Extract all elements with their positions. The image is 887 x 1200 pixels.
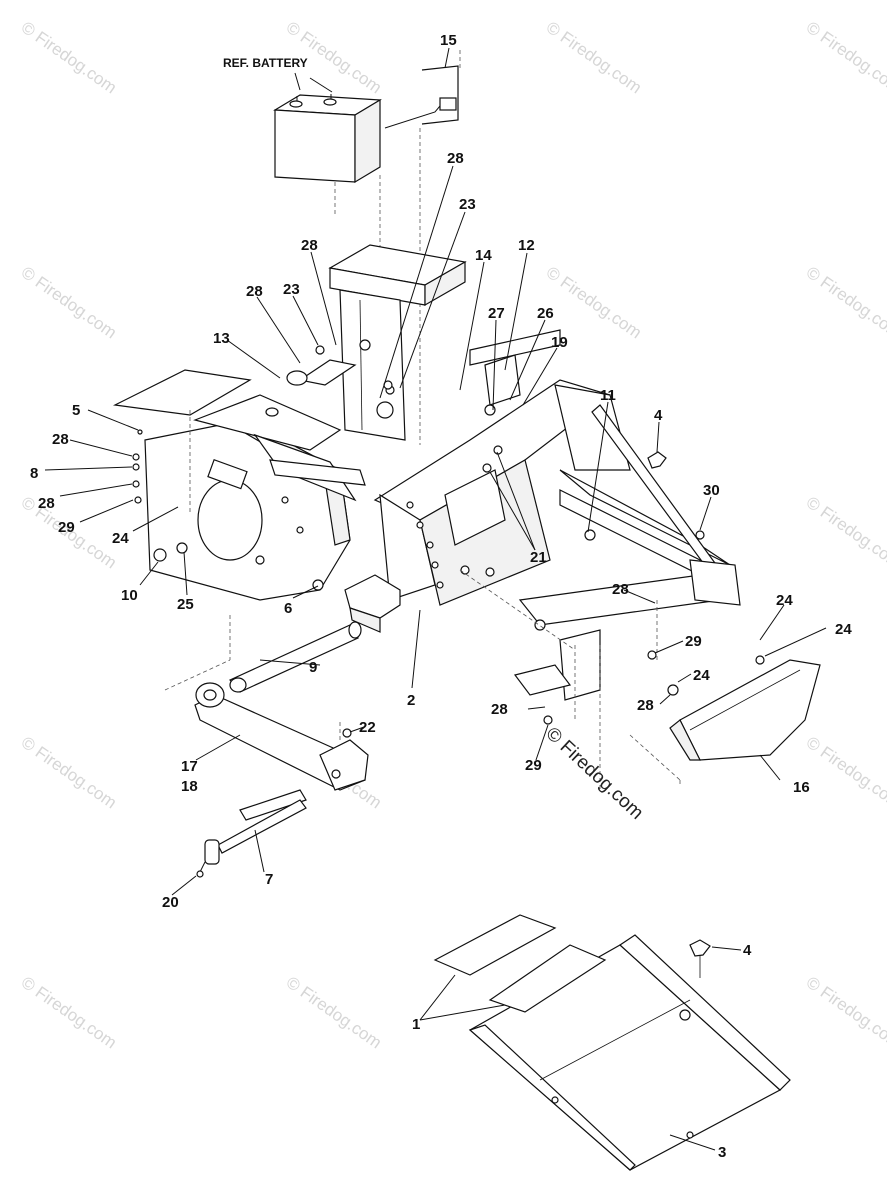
callout-29: 29 [525, 757, 542, 774]
leader-lines [44, 47, 827, 1151]
callout-layer: 1 2 3 4 4 5 6 7 8 9 10 11 12 13 14 15 16… [30, 32, 852, 1161]
callout-25: 25 [177, 596, 194, 613]
watermark: © Firedog.com [803, 18, 887, 98]
callout-3: 3 [718, 1144, 726, 1161]
watermark: © Firedog.com [18, 263, 120, 343]
callout-16: 16 [793, 779, 810, 796]
callout-6: 6 [284, 600, 292, 617]
knob-drawing [647, 451, 711, 978]
callout-4: 4 [743, 942, 752, 959]
callout-28: 28 [52, 431, 69, 448]
watermark: © Firedog.com [283, 973, 385, 1053]
floor-pan-drawing [468, 934, 791, 1171]
callout-22: 22 [359, 719, 376, 736]
callout-23: 23 [459, 196, 476, 213]
cable-drawing [384, 50, 461, 445]
callout-7: 7 [265, 871, 273, 888]
callout-13: 13 [213, 330, 230, 347]
callout-2: 2 [407, 692, 415, 709]
watermark: © Firedog.com [803, 263, 887, 343]
callout-27: 27 [488, 305, 505, 322]
battery-drawing [273, 77, 382, 325]
callout-24: 24 [693, 667, 710, 684]
callout-17: 17 [181, 758, 198, 775]
firedog-watermark: © Firedog.com [542, 723, 648, 824]
ref-battery-label: REF. BATTERY [223, 56, 308, 70]
callout-19: 19 [551, 334, 568, 351]
watermark: © Firedog.com [803, 733, 887, 813]
callout-10: 10 [121, 587, 138, 604]
callout-24: 24 [776, 592, 793, 609]
callout-21: 21 [530, 549, 547, 566]
callout-23: 23 [283, 281, 300, 298]
watermark: © Firedog.com [18, 18, 120, 98]
callout-28: 28 [491, 701, 508, 718]
callout-28: 24 [835, 621, 852, 638]
callout-4: 4 [654, 407, 663, 424]
callout-26: 26 [537, 305, 554, 322]
callout-28: 28 [612, 581, 629, 598]
callout-30: 30 [703, 482, 720, 499]
callout-14: 14 [475, 247, 492, 264]
watermark: © Firedog.com [803, 493, 887, 573]
main-frame-drawing [373, 329, 741, 790]
left-side-panel-drawing [112, 359, 366, 660]
watermark: © Firedog.com [18, 733, 120, 813]
callout-20: 20 [162, 894, 179, 911]
callout-8: 8 [30, 465, 38, 482]
front-axle-drawing [194, 682, 369, 873]
hardware-drawing [132, 345, 705, 878]
callout-11: 11 [600, 387, 616, 404]
floor-mats-drawing [433, 914, 607, 1013]
callout-1: 1 [412, 1016, 420, 1033]
callout-28: 28 [246, 283, 263, 300]
callout-24: 24 [112, 530, 129, 547]
callout-29: 29 [685, 633, 702, 650]
callout-28: 28 [447, 150, 464, 167]
watermark: © Firedog.com [543, 18, 645, 98]
rear-deflector-drawing [629, 655, 821, 785]
callout-29: 29 [58, 519, 75, 536]
axle-tube-drawing [164, 574, 401, 693]
callout-5: 5 [72, 402, 80, 419]
watermark: © Firedog.com [18, 973, 120, 1053]
callout-28: 28 [637, 697, 654, 714]
callout-18: 18 [181, 778, 198, 795]
callout-12: 12 [518, 237, 535, 254]
callout-9: 9 [309, 659, 317, 676]
callout-15: 15 [440, 32, 457, 49]
callout-28: 28 [38, 495, 55, 512]
callout-28: 28 [301, 237, 318, 254]
watermark: © Firedog.com [803, 973, 887, 1053]
battery-tray-drawing [328, 244, 467, 441]
